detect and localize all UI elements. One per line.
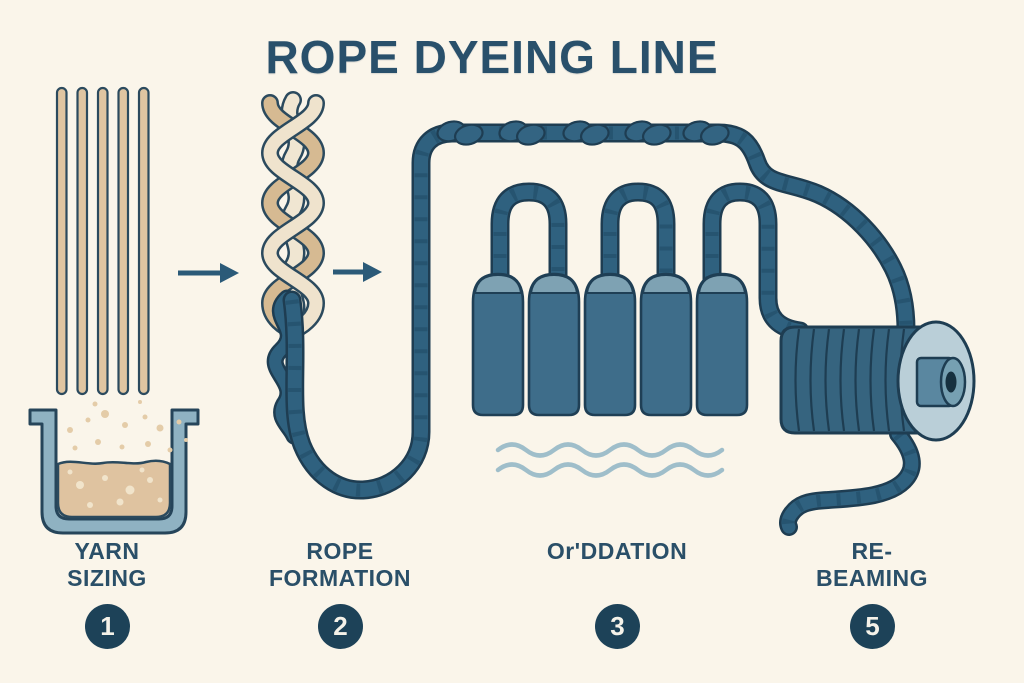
stage-number-5: 5 xyxy=(850,604,895,649)
yarn-strands-icon xyxy=(55,86,150,396)
stage-label-line: SIZING xyxy=(67,565,147,591)
stage-label-oxidation: Or'DDATION xyxy=(487,538,747,565)
tank xyxy=(471,272,525,417)
oxidation-tanks-icon xyxy=(471,272,749,417)
stage-label-line: ROPE xyxy=(306,538,374,564)
stage-label-line: BEAMING xyxy=(815,565,929,591)
stage-label-line: RE- xyxy=(851,538,893,564)
page-title: ROPE DYEING LINE xyxy=(265,31,719,83)
tank xyxy=(583,272,637,417)
rope-braid-icon xyxy=(260,91,326,339)
stage-label-re-beaming: RE- BEAMING xyxy=(742,538,1002,592)
arrow-icon xyxy=(178,263,239,283)
stage-label-yarn-sizing: YARN SIZING xyxy=(0,538,237,592)
stage-number-1: 1 xyxy=(85,604,130,649)
arrow-icon xyxy=(333,262,382,282)
stage-label-line: Or'DDATION xyxy=(546,538,688,564)
stage-label-line: YARN xyxy=(74,538,140,564)
stage-label-rope-formation: ROPE FORMATION xyxy=(210,538,470,592)
rope-tail xyxy=(779,425,921,536)
tank xyxy=(527,272,581,417)
stage-number-2: 2 xyxy=(318,604,363,649)
rope-twist-bumps xyxy=(436,120,730,146)
sizing-vat-icon xyxy=(28,400,200,535)
spray-dots xyxy=(67,400,188,453)
rope-loops-icon xyxy=(490,182,810,341)
tank xyxy=(639,272,693,417)
stage-number-3: 3 xyxy=(595,604,640,649)
beam-spool-icon xyxy=(779,320,976,536)
dye-rope-icon xyxy=(266,120,916,500)
tank xyxy=(695,272,749,417)
spool-axle-hole xyxy=(945,371,957,393)
water-waves-icon xyxy=(495,442,725,478)
liquid-bubbles xyxy=(67,467,163,508)
stage-label-line: FORMATION xyxy=(268,565,412,591)
